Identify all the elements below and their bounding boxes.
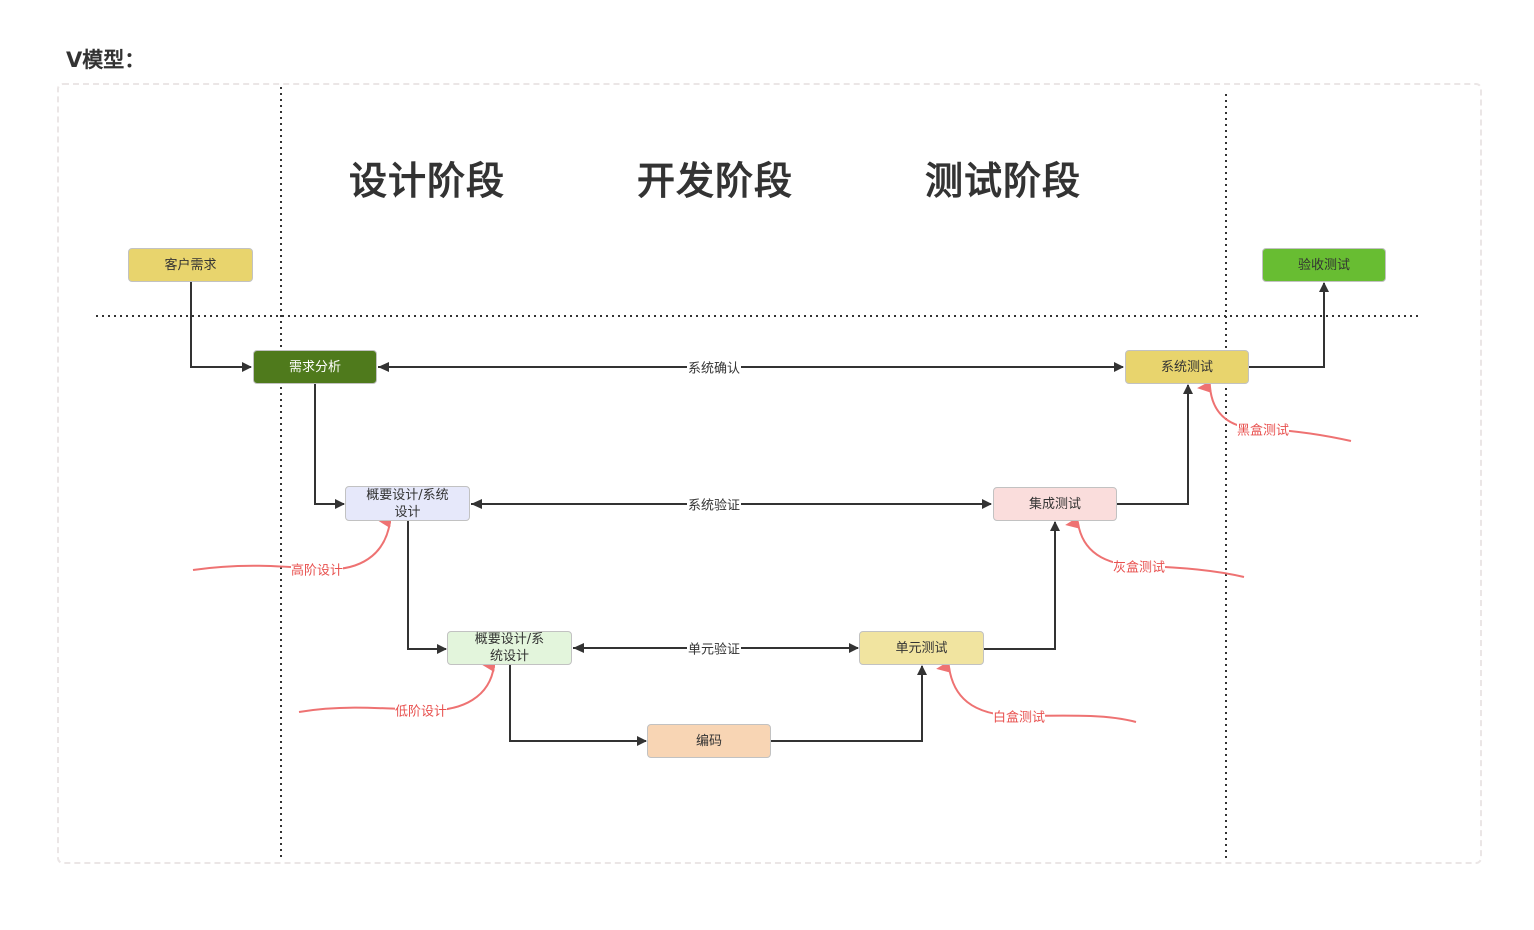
arrowhead-system-confirm-left <box>378 362 389 372</box>
edge-label-unit-verify: 单元验证 <box>686 638 742 658</box>
phase-title-design: 设计阶段 <box>349 159 506 203</box>
edge-label-system-confirm: 系统确认 <box>686 357 742 377</box>
node-high-level-design[interactable]: 概要设计/系统设计 <box>345 486 470 521</box>
edge-label-system-verify: 系统验证 <box>686 494 742 514</box>
phase-title-testing: 测试阶段 <box>925 159 1082 203</box>
node-label: 概要设计/系统设计 <box>366 487 449 520</box>
node-low-level-design[interactable]: 概要设计/系统设计 <box>447 631 572 665</box>
node-label: 单元测试 <box>895 640 948 656</box>
edge-hld-to-lld <box>407 521 447 654</box>
node-label: 编码 <box>695 733 722 749</box>
node-customer-requirements[interactable]: 客户需求 <box>128 248 253 282</box>
node-coding[interactable]: 编码 <box>647 724 771 758</box>
node-label: 需求分析 <box>288 359 341 375</box>
node-system-test[interactable]: 系统测试 <box>1125 350 1249 384</box>
annotation-high-level-design: 高阶设计 <box>290 559 344 579</box>
edge-customer-to-analysis <box>190 282 252 372</box>
annotation-black-box-testing: 黑盒测试 <box>1236 419 1290 439</box>
node-requirements-analysis[interactable]: 需求分析 <box>253 350 377 384</box>
annotation-low-level-design: 低阶设计 <box>394 700 448 720</box>
node-label: 验收测试 <box>1297 257 1350 273</box>
node-label: 概要设计/系统设计 <box>474 632 545 664</box>
arrowhead-system-verify-left <box>471 499 482 509</box>
edge-lld-to-coding <box>509 665 647 746</box>
page-title: V模型： <box>66 48 146 72</box>
node-integration-test[interactable]: 集成测试 <box>993 487 1117 521</box>
diagram-frame <box>57 83 1482 864</box>
node-label: 系统测试 <box>1160 359 1213 375</box>
arrowhead-unit-verify-left <box>573 643 584 653</box>
edge-system-to-acceptance <box>1249 282 1329 368</box>
node-unit-test[interactable]: 单元测试 <box>859 631 984 665</box>
phase-title-development: 开发阶段 <box>637 159 794 203</box>
edge-analysis-to-hld <box>314 384 345 509</box>
edge-integration-to-system <box>1117 384 1193 505</box>
node-label: 集成测试 <box>1028 496 1081 512</box>
annotation-white-box-testing: 白盒测试 <box>992 706 1046 726</box>
edge-unit-to-integration <box>984 521 1060 650</box>
annotation-gray-box-testing: 灰盒测试 <box>1112 556 1166 576</box>
node-acceptance-test[interactable]: 验收测试 <box>1262 248 1386 282</box>
edge-coding-to-unit-test <box>771 665 927 742</box>
node-label: 客户需求 <box>164 257 217 273</box>
